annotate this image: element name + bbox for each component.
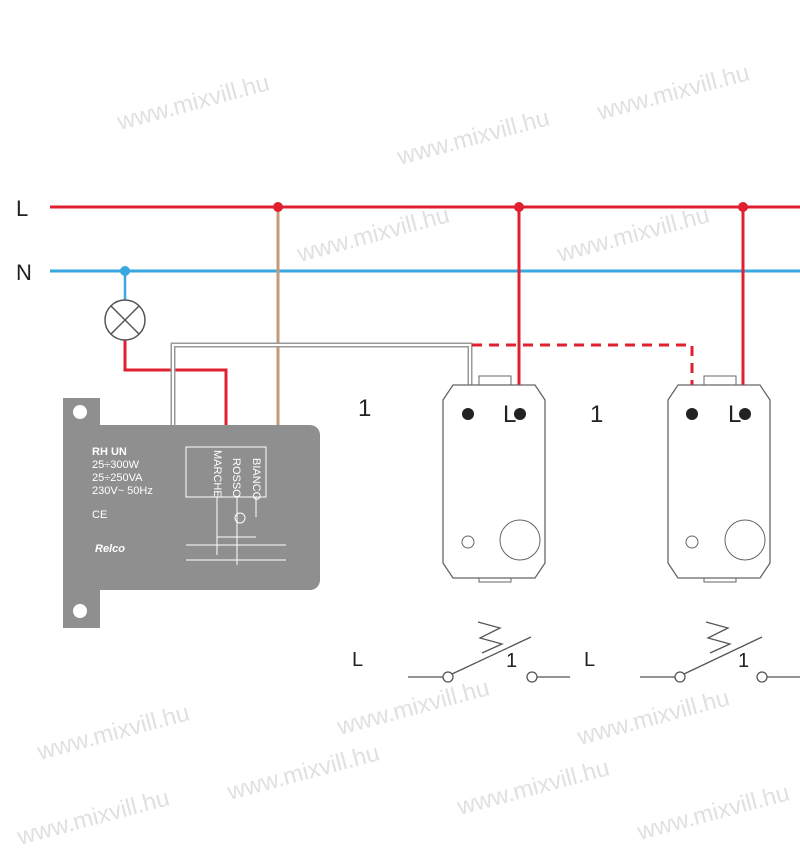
watermark: www.mixvill.hu xyxy=(454,754,613,821)
symbol-input-label: L xyxy=(352,649,363,671)
junction-dot xyxy=(120,266,130,276)
switch-2[interactable]: L xyxy=(667,375,771,583)
module-lamp-rating: 25÷300W xyxy=(92,459,140,471)
dimmer-module: RH UN 25÷300W 25÷250VA 230V~ 50Hz CE Rel… xyxy=(63,398,320,628)
switch-output-label: 1 xyxy=(358,395,371,422)
switch-output-label: 1 xyxy=(590,401,603,428)
module-transformer-rating: 25÷250VA xyxy=(92,472,143,484)
watermark: www.mixvill.hu xyxy=(114,69,273,136)
watermark: www.mixvill.hu xyxy=(594,59,753,126)
watermark: www.mixvill.hu xyxy=(574,684,733,751)
terminal-label: BIANCO xyxy=(250,458,262,501)
control-wire-inner xyxy=(172,344,471,428)
watermark: www.mixvill.hu xyxy=(224,739,383,806)
watermark: www.mixvill.hu xyxy=(394,104,553,171)
junction-dot xyxy=(514,202,524,212)
watermark: www.mixvill.hu xyxy=(14,784,173,850)
terminal-dot xyxy=(686,408,698,420)
switch-1[interactable]: L xyxy=(442,375,546,583)
pushbutton-symbol-1: L 1 xyxy=(352,621,570,683)
watermark: www.mixvill.hu xyxy=(554,201,713,268)
watermark: www.mixvill.hu xyxy=(34,699,193,766)
neutral-label: N xyxy=(16,260,32,285)
symbol-output-label: 1 xyxy=(738,650,749,672)
junction-dot xyxy=(273,202,283,212)
module-supply: 230V~ 50Hz xyxy=(92,485,153,497)
terminal-dot xyxy=(514,408,526,420)
symbol-input-label: L xyxy=(584,649,595,671)
ce-mark: CE xyxy=(92,509,107,521)
watermark: www.mixvill.hu xyxy=(334,674,493,741)
watermark: www.mixvill.hu xyxy=(294,201,453,268)
symbol-output-label: 1 xyxy=(506,650,517,672)
terminal-dot xyxy=(739,408,751,420)
watermark: www.mixvill.hu xyxy=(634,779,793,846)
terminal-dot xyxy=(462,408,474,420)
pushbutton-symbol-2: L 1 xyxy=(584,621,800,683)
control-wire-outer xyxy=(170,342,473,428)
switch-terminal-label: L xyxy=(728,401,741,428)
terminal-label: ROSSO xyxy=(230,458,242,498)
switch-terminal-label: L xyxy=(503,401,516,428)
junction-dot xyxy=(738,202,748,212)
terminal-label: MARCHE xyxy=(211,450,223,498)
lamp-icon xyxy=(104,299,146,341)
phase-label: L xyxy=(16,196,28,221)
module-model: RH UN xyxy=(92,446,127,458)
brand-logo: Relco xyxy=(95,543,125,555)
